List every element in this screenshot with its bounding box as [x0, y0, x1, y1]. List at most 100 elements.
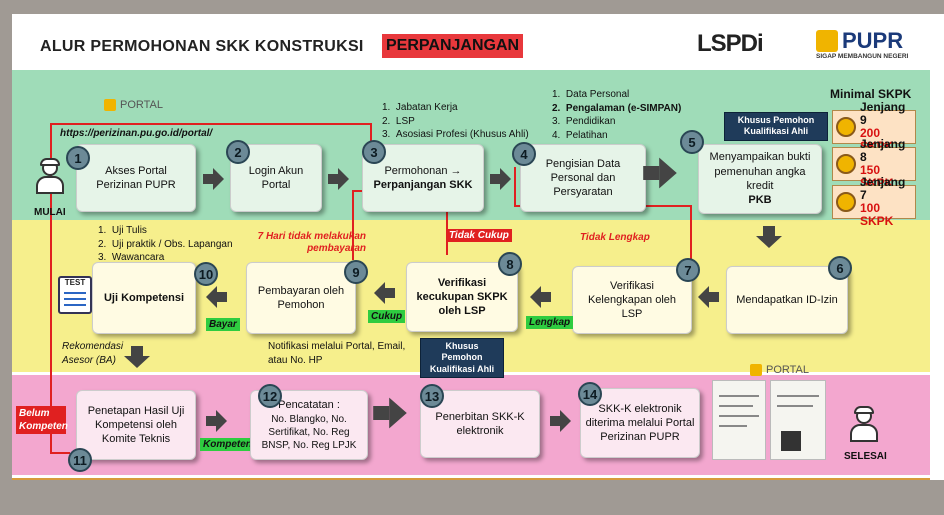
step-9-number: 9: [344, 260, 368, 284]
end-person-icon: [850, 406, 878, 442]
step-4-list: 1. Data Personal 2. Pengalaman (e-SIMPAN…: [552, 88, 681, 142]
step-5-box[interactable]: Menyampaikan bukti pemenuhan angka kredi…: [698, 144, 822, 214]
step-10-label: Uji Kompetensi: [103, 291, 185, 304]
step-11-number: 11: [68, 448, 92, 472]
bottom-rule: [12, 478, 930, 480]
step-6-label: Mendapatkan ID-Izin: [736, 293, 838, 306]
step-3-list: 1. Jabatan Kerja 2. LSP 3. Asosiasi Prof…: [382, 101, 529, 142]
khusus-ahli-note-8: Khusus Pemohon Kualifikasi Ahli: [420, 338, 504, 378]
portal-red-line-down: [370, 123, 372, 145]
step-8-label: Verifikasi kecukupan SKPK oleh LSP: [416, 276, 508, 318]
step-3-list-item: 3. Asosiasi Profesi (Khusus Ahli): [382, 129, 529, 140]
step-5-label: Menyampaikan bukti pemenuhan angka kredi…: [709, 151, 811, 192]
step-7-box[interactable]: Verifikasi Kelengkapan oleh LSP: [572, 266, 692, 334]
lsp-logo-text: LSPDi: [697, 30, 764, 57]
step-11-box[interactable]: Penetapan Hasil Uji Kompetensi oleh Komi…: [76, 390, 196, 460]
step-9-label: Pembayaran oleh Pemohon: [257, 284, 345, 311]
worker-icon: [836, 192, 856, 212]
step-4-label: Pengisian Data Personal dan Persyaratan: [545, 157, 621, 199]
step-3-label: Permohonan →: [384, 164, 462, 177]
step-5-number: 5: [680, 130, 704, 154]
step-10-list-item: 1. Uji Tulis: [98, 225, 147, 236]
label-lengkap: Lengkap: [526, 316, 574, 329]
test-icon-label: TEST: [64, 278, 86, 287]
step-2-label: Login Akun Portal: [248, 164, 304, 191]
page-title: ALUR PERMOHONAN SKK KONSTRUKSI: [40, 38, 364, 55]
rekomendasi-note: Rekomendasi Asesor (BA): [62, 341, 124, 366]
skpk-title: Minimal SKPK: [830, 87, 912, 101]
step-4-list-item: 3. Pendidikan: [552, 116, 616, 127]
step-6-box[interactable]: Mendapatkan ID-Izin: [726, 266, 848, 334]
certificate-image-2: [770, 380, 826, 460]
arrow-4-5: [643, 157, 701, 189]
step-1-label: Akses Portal Perizinan PUPR: [96, 164, 176, 191]
step-4-list-item: 4. Pelatihan: [552, 129, 608, 141]
arrow-6-7: [698, 286, 719, 308]
step-10-box[interactable]: Uji Kompetensi: [92, 262, 196, 334]
label-bayar: Bayar: [206, 318, 240, 331]
step-2-number: 2: [226, 140, 250, 164]
arrow-2-3: [328, 168, 349, 190]
step-7-number: 7: [676, 258, 700, 282]
portal-red-line-h: [50, 123, 372, 125]
step-1-box[interactable]: Akses Portal Perizinan PUPR: [76, 144, 196, 212]
step-4-list-item: 2. Pengalaman (e-SIMPAN): [552, 102, 682, 114]
arrow-11-12: [206, 410, 227, 432]
arrow-12-13: [373, 397, 431, 429]
portal-badge-2-label: PORTAL: [766, 364, 809, 376]
step-9-box[interactable]: Pembayaran oleh Pemohon: [246, 262, 356, 334]
step-10-list: 1. Uji Tulis 2. Uji praktik / Obs. Lapan…: [98, 224, 233, 265]
test-icon: TEST: [58, 276, 92, 314]
qr-code-icon: [781, 431, 801, 451]
pupr-mini-icon: [104, 99, 116, 111]
step-10-list-item: 2. Uji praktik / Obs. Lapangan: [98, 238, 233, 250]
step-3-label2: Perpanjangan SKK: [373, 179, 473, 191]
pupr-logo-mark: [816, 30, 838, 52]
step-14-label: SKK-K elektronik diterima melalui Portal…: [585, 402, 695, 444]
portal-badge-label: PORTAL: [120, 99, 163, 111]
khusus-ahli-note-5: Khusus Pemohon Kualifikasi Ahli: [724, 112, 828, 141]
portal-red-line-bottom: [50, 452, 70, 454]
portal-badge: PORTAL: [104, 99, 163, 111]
pupr-logo: PUPR SIGAP MEMBANGUN NEGERI: [816, 28, 920, 62]
portal-red-line-v: [50, 123, 52, 453]
arrow-13-14: [550, 410, 571, 432]
arrow-9-10: [206, 286, 227, 308]
arrow-10-11: [124, 346, 150, 368]
step-3-list-item: 2. LSP: [382, 115, 415, 127]
portal-badge-2: PORTAL: [750, 364, 809, 376]
label-tidak-lengkap: Tidak Lengkap: [580, 232, 650, 243]
step-6-number: 6: [828, 256, 852, 280]
step-3-number: 3: [362, 140, 386, 164]
arrow-5-6: [756, 226, 782, 248]
step-8-box[interactable]: Verifikasi kecukupan SKPK oleh LSP: [406, 262, 518, 332]
step-4-box[interactable]: Pengisian Data Personal dan Persyaratan: [520, 144, 646, 212]
step-10-number: 10: [194, 262, 218, 286]
pay-red-v: [352, 190, 354, 260]
label-belum-kompeten: Belum Kompeten: [16, 406, 68, 434]
label-kompeten: Kompeten: [200, 438, 255, 451]
step-5-label2: PKB: [748, 194, 772, 207]
start-person-icon: [36, 158, 64, 194]
certificate-image-1: [712, 380, 766, 460]
step-4-list-item: 1. Data Personal: [552, 89, 630, 100]
lengkap-red-v2: [514, 167, 516, 207]
label-tidak-cukup: Tidak Cukup: [446, 229, 512, 242]
arrow-1-2: [203, 168, 224, 190]
portal-url[interactable]: https://perizinan.pu.go.id/portal/: [60, 128, 213, 139]
label-cukup: Cukup: [368, 310, 406, 323]
step-13-number: 13: [420, 384, 444, 408]
title-highlight: PERPANJANGAN: [382, 34, 524, 58]
end-label: SELESAI: [844, 451, 887, 462]
step-7-label: Verifikasi Kelengkapan oleh LSP: [587, 279, 677, 321]
step-3-box[interactable]: Permohonan → Perpanjangan SKK: [362, 144, 484, 212]
step-8-number: 8: [498, 252, 522, 276]
pupr-mini-icon: [750, 364, 762, 376]
step-12-items: No. Blangko, No. Sertifikat, No. Reg BNS…: [261, 413, 357, 451]
arrow-8-9: [374, 282, 395, 304]
lengkap-red-v: [690, 205, 692, 263]
worker-icon: [836, 154, 856, 174]
label-tidak-bayar: 7 Hari tidak melakukan pembayaran: [257, 231, 366, 254]
